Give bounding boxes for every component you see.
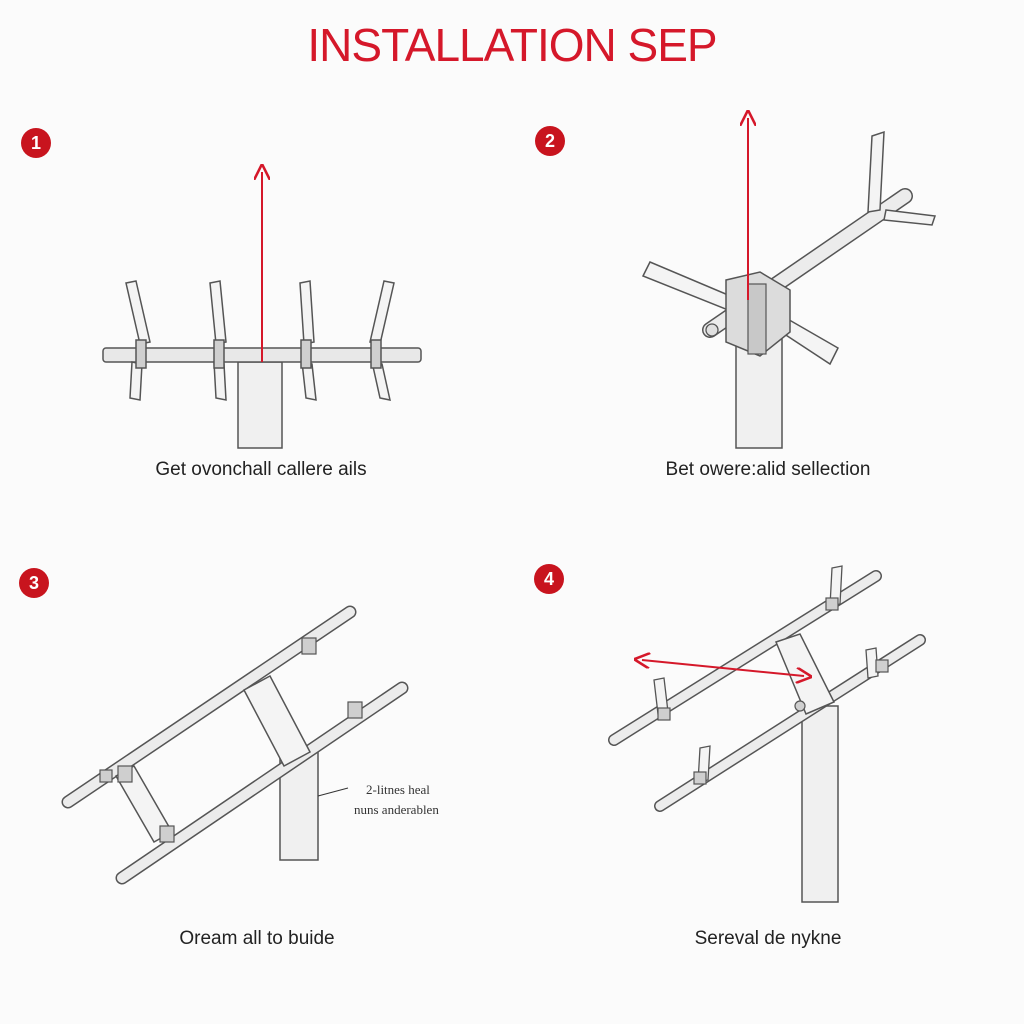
step-3-note-line-2: nuns anderablen [354, 802, 439, 817]
step-2-badge: 2 [535, 126, 565, 156]
step-1-badge: 1 [21, 128, 51, 158]
step-3-note-line-1: 2-litnes heal [366, 782, 430, 797]
step-4-illustration [608, 565, 926, 903]
step-1-caption: Get ovonchall callere ails [155, 459, 367, 480]
step-3-badge: 3 [19, 568, 49, 598]
step-4-caption: Sereval de nykne [694, 928, 842, 949]
step-1-brackets [125, 280, 395, 401]
step-3-caption: Oream all to buide [179, 928, 335, 949]
step-4-badge: 4 [534, 564, 564, 594]
step-2-illustration [641, 118, 937, 449]
step-1-illustration [102, 172, 422, 449]
page-title: INSTALLATION SEP [307, 19, 717, 71]
step-3-illustration [61, 605, 409, 885]
step-2-caption: Bet owere:alid sellection [665, 459, 871, 480]
